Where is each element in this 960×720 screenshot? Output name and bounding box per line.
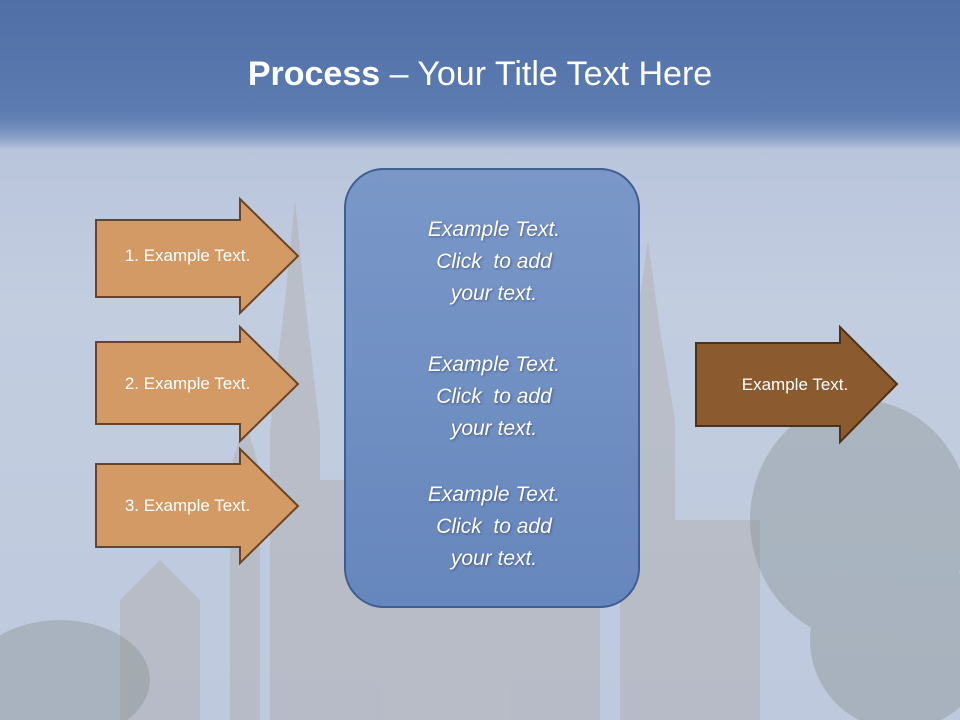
arrow-shape	[95, 196, 300, 316]
text-block-1[interactable]: Example Text. Click to add your text.	[346, 214, 642, 310]
arrow-right-shape-icon	[95, 324, 300, 444]
step-arrow-3[interactable]: 3. Example Text.	[95, 446, 300, 566]
title-band	[0, 0, 960, 150]
step-label-1: 1. Example Text.	[124, 246, 251, 265]
center-text-box[interactable]: Example Text. Click to add your text. Ex…	[344, 168, 640, 608]
arrow-right-shape-icon	[95, 196, 300, 316]
block-line: Example Text.	[427, 483, 561, 506]
step-label-2: 2. Example Text.	[124, 374, 251, 393]
block-line: Example Text.	[427, 353, 561, 376]
block-line: Click to add	[436, 385, 552, 408]
result-label: Example Text.	[741, 375, 849, 394]
block-line: Click to add	[436, 250, 552, 273]
arrow-shape	[95, 446, 300, 566]
block-line: your text.	[450, 282, 538, 305]
title-bold: Process	[247, 55, 381, 93]
title-rest: – Your Title Text Here	[380, 55, 713, 93]
text-block-2[interactable]: Example Text. Click to add your text.	[346, 349, 642, 445]
text-block-3[interactable]: Example Text. Click to add your text.	[346, 479, 642, 575]
step-label-3: 3. Example Text.	[124, 496, 251, 515]
block-line: Example Text.	[427, 218, 561, 241]
block-line: your text.	[450, 547, 538, 570]
step-arrow-1[interactable]: 1. Example Text.	[95, 196, 300, 316]
result-arrow[interactable]: Example Text.	[695, 324, 900, 445]
arrow-shape	[95, 324, 300, 444]
arrow-right-shape-icon	[95, 446, 300, 566]
page-title: Process – Your Title Text Here	[0, 52, 960, 96]
block-line: Click to add	[436, 515, 552, 538]
step-arrow-2[interactable]: 2. Example Text.	[95, 324, 300, 444]
arrow-shape	[695, 324, 899, 445]
arrow-right-shape-icon	[695, 324, 899, 445]
block-line: your text.	[450, 417, 538, 440]
